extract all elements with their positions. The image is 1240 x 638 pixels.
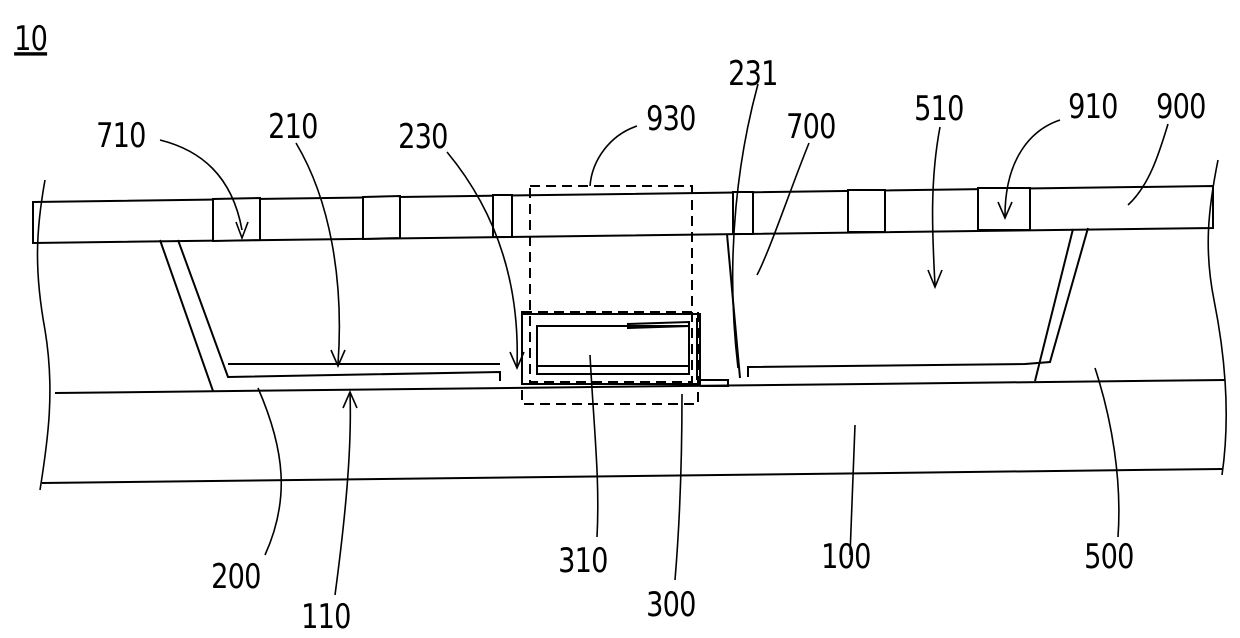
label-710: 710 — [96, 116, 145, 156]
label-200: 200 — [211, 557, 260, 597]
leader-lines — [160, 84, 1168, 595]
right-break-line — [1208, 160, 1226, 475]
label-930: 930 — [646, 99, 695, 139]
label-500: 500 — [1084, 537, 1133, 577]
label-110: 110 — [301, 597, 350, 637]
reference-labels: 710 210 230 930 231 700 510 910 900 200 … — [96, 54, 1205, 637]
label-100: 100 — [821, 537, 870, 577]
label-310: 310 — [558, 541, 607, 581]
opening-910 — [213, 188, 1030, 241]
label-230: 230 — [398, 117, 447, 157]
label-300: 300 — [646, 585, 695, 625]
label-900: 900 — [1156, 87, 1205, 127]
label-231: 231 — [728, 54, 777, 94]
label-510: 510 — [914, 89, 963, 129]
label-910: 910 — [1068, 87, 1117, 127]
region-930-dashed-box — [530, 186, 692, 382]
label-700: 700 — [786, 107, 835, 147]
substrate-100 — [42, 380, 1225, 483]
top-plate-900 — [33, 186, 1213, 243]
figure-number: 10 — [14, 19, 47, 59]
left-break-line — [37, 180, 49, 490]
label-210: 210 — [268, 107, 317, 147]
